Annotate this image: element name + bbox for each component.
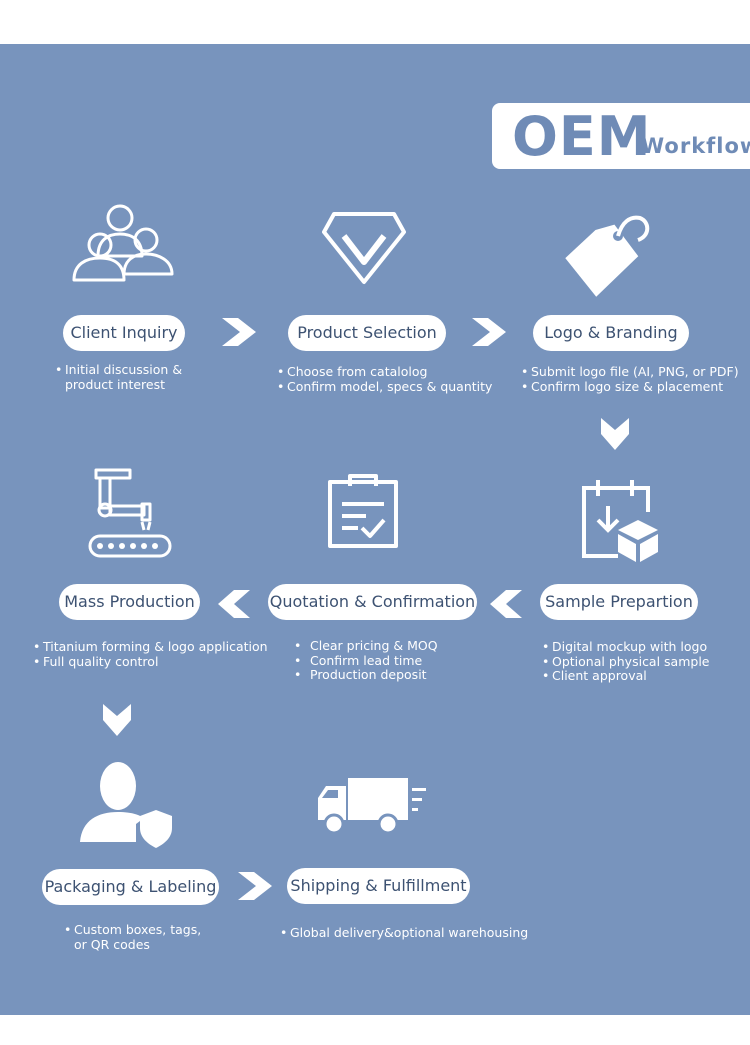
calendar-box-icon — [582, 480, 658, 562]
step-product-selection: Product Selection — [288, 315, 446, 351]
step-quotation-confirmation-details: Clear pricing & MOQ Confirm lead time Pr… — [294, 638, 438, 683]
title-banner — [492, 103, 750, 169]
arrow-right-icon — [222, 318, 256, 346]
diamond-check-icon — [322, 212, 406, 284]
users-icon — [72, 204, 174, 282]
bullet: Global delivery&optional warehousing — [280, 925, 528, 941]
title-sub: Workflow — [641, 134, 750, 158]
step-shipping-fulfillment: Shipping & Fulfillment — [287, 868, 470, 904]
bullet: Confirm lead time — [294, 653, 438, 669]
bullet: Titanium forming & logo application — [33, 639, 268, 655]
step-quotation-confirmation: Quotation & Confirmation — [268, 584, 477, 620]
bullet: Confirm model, specs & quantity — [277, 379, 492, 395]
step-product-selection-details: Choose from catalolog Confirm model, spe… — [277, 364, 492, 395]
step-mass-production: Mass Production — [59, 584, 200, 620]
arrow-down-icon — [103, 704, 131, 736]
bullet: Digital mockup with logo — [542, 639, 710, 655]
arrow-left-icon — [218, 590, 250, 618]
step-client-inquiry-details: Initial discussion & product interest — [55, 362, 182, 392]
bullet: Confirm logo size & placement — [521, 379, 739, 395]
clipboard-check-icon — [328, 474, 398, 548]
bullet-continuation: or QR codes — [74, 936, 150, 952]
bullet: Clear pricing & MOQ — [294, 638, 438, 654]
bullet-continuation: product interest — [65, 376, 166, 392]
bullet: Full quality control — [33, 654, 268, 670]
arrow-right-icon — [472, 318, 506, 346]
step-logo-branding: Logo & Branding — [533, 315, 689, 351]
step-logo-branding-details: Submit logo file (AI, PNG, or PDF) Confi… — [521, 364, 739, 395]
bullet: Initial discussion & — [55, 362, 182, 378]
user-shield-icon — [80, 762, 172, 848]
bullet: Choose from catalolog — [277, 364, 492, 380]
step-client-inquiry: Client Inquiry — [63, 315, 185, 351]
arrow-down-icon — [601, 418, 629, 450]
step-shipping-fulfillment-details: Global delivery&optional warehousing — [280, 925, 528, 941]
arrow-left-icon — [490, 590, 522, 618]
bullet: Custom boxes, tags, — [64, 922, 201, 938]
bullet: Production deposit — [294, 667, 438, 683]
bullet: Client approval — [542, 668, 710, 684]
tag-icon — [565, 215, 650, 297]
bullet: Submit logo file (AI, PNG, or PDF) — [521, 364, 739, 380]
step-packaging-labeling-details: Custom boxes, tags, or QR codes — [64, 922, 201, 952]
delivery-truck-icon — [318, 778, 426, 835]
arrow-right-icon — [238, 872, 272, 900]
title-main: OEM — [512, 105, 652, 168]
step-sample-preparation-details: Digital mockup with logo Optional physic… — [542, 639, 710, 684]
step-mass-production-details: Titanium forming & logo application Full… — [33, 639, 268, 670]
step-sample-preparation: Sample Prepartion — [540, 584, 698, 620]
step-packaging-labeling: Packaging & Labeling — [42, 869, 219, 905]
robot-arm-conveyor-icon — [88, 468, 172, 558]
bullet: Optional physical sample — [542, 654, 710, 670]
